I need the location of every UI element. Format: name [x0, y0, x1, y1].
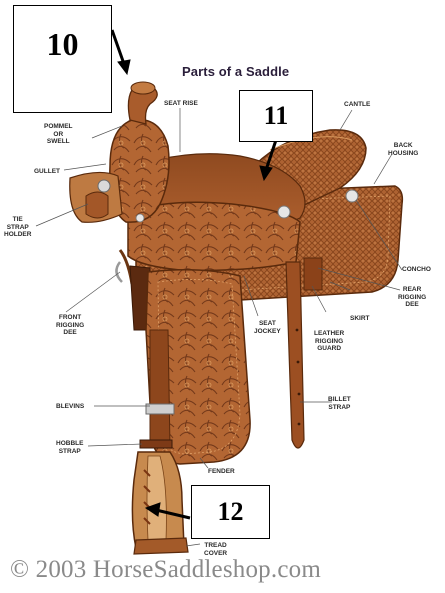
label-fender: FENDER: [208, 468, 235, 476]
callout-box-12: 12: [191, 485, 270, 539]
tread-cover-shape: [134, 538, 188, 554]
arrow-10: [112, 30, 124, 64]
hobble-strap-shape: [140, 440, 172, 448]
label-concho: CONCHO: [402, 266, 431, 274]
diagram-title: Parts of a Saddle: [182, 64, 289, 79]
label-skirt: SKIRT: [350, 315, 370, 323]
copyright-notice: © 2003 HorseSaddleshop.com: [10, 556, 440, 584]
label-gullet: GULLET: [34, 168, 60, 176]
label-blevins: BLEVINS: [56, 403, 84, 411]
front-rigging-dee-shape: [116, 262, 122, 282]
tie-strap-holder-shape: [86, 192, 108, 218]
label-seat-rise: SEAT RISE: [164, 100, 198, 108]
callout-box-10: 10: [13, 5, 112, 113]
label-cantle: CANTLE: [344, 101, 370, 109]
concho-front: [278, 206, 290, 218]
callout-box-11: 11: [239, 90, 313, 142]
